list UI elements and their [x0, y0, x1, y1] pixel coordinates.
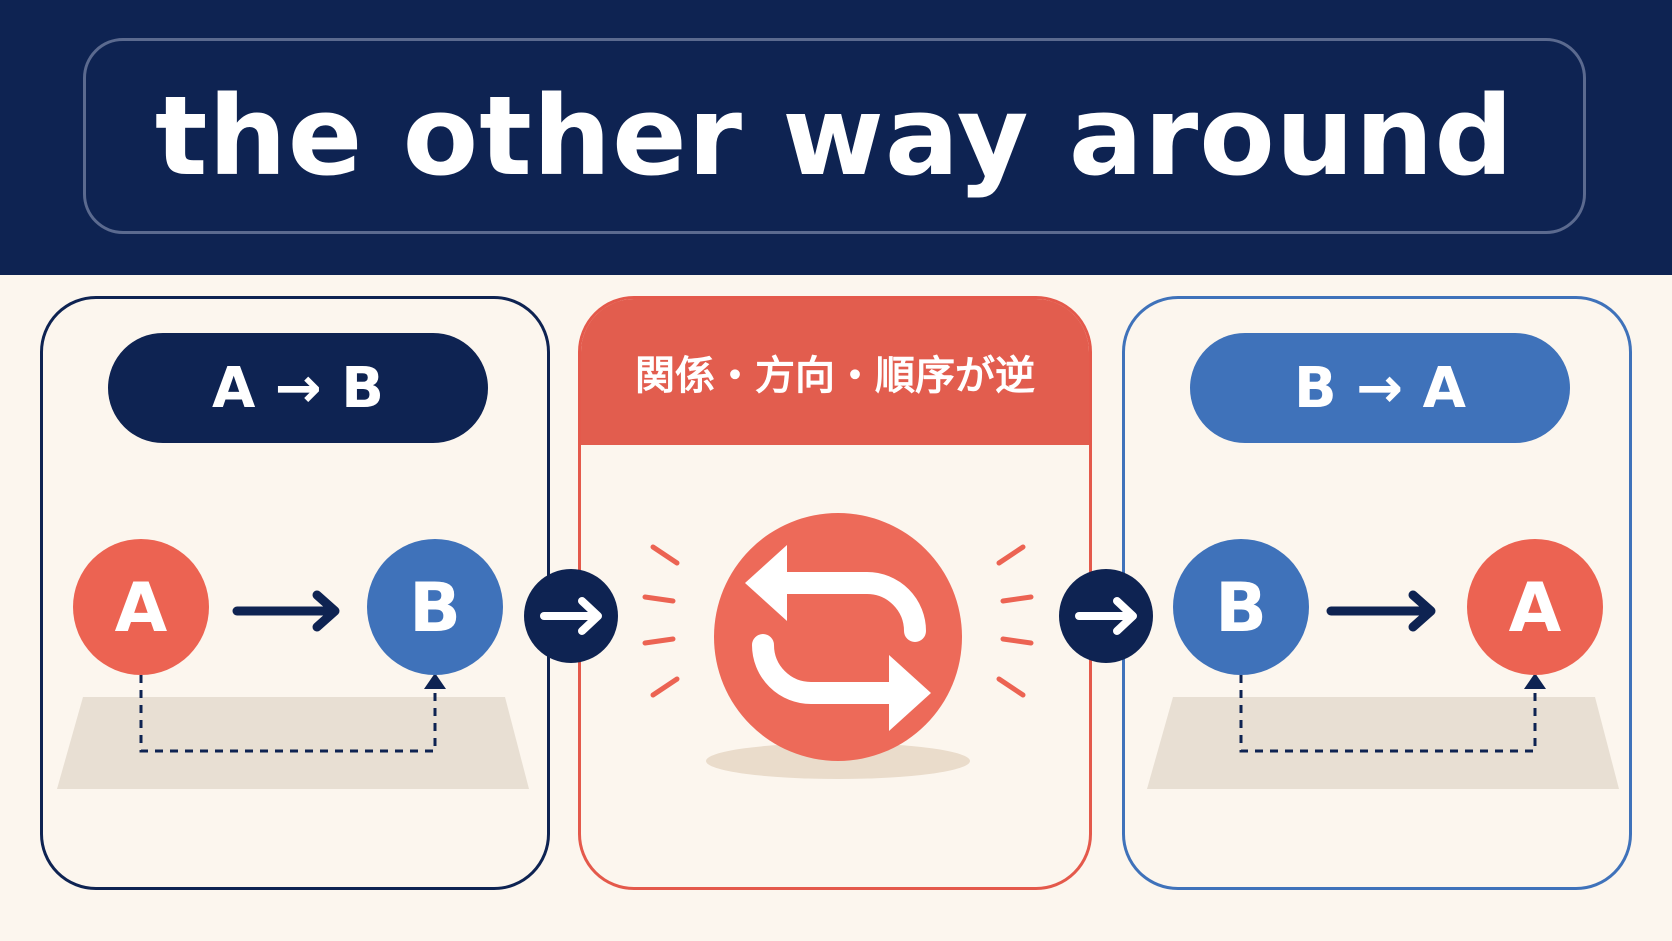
node-b-label: B: [1215, 569, 1267, 648]
reversal-illustration: [642, 513, 1034, 779]
dashed-arrow-head: [1524, 673, 1546, 689]
header-banner: the other way around: [0, 0, 1672, 275]
swap-arrow-top-head: [745, 545, 787, 621]
panel-b-to-a: B → A B A: [1122, 296, 1632, 890]
swap-arrow-bottom-head: [889, 655, 931, 731]
shadow-plate: [57, 697, 529, 789]
burst-lines-left: [642, 544, 680, 698]
node-a-circle: [1467, 539, 1603, 675]
node-b-circle: [1173, 539, 1309, 675]
burst-lines-right: [996, 544, 1034, 698]
reversal-banner: 関係・方向・順序が逆: [581, 299, 1089, 445]
shadow-plate: [1147, 697, 1619, 789]
node-a-label: A: [115, 569, 168, 648]
diagram-b-to-a: B A: [1147, 539, 1619, 789]
panel-reversal: 関係・方向・順序が逆: [578, 296, 1092, 890]
node-b-circle: [367, 539, 503, 675]
swap-arrow-bottom: [752, 634, 916, 704]
label-pill-b-to-a: B → A: [1190, 333, 1570, 443]
connector-arrow-head: [1408, 590, 1436, 632]
dashed-return-path: [1239, 645, 1537, 753]
label-pill-a-to-b: A → B: [108, 333, 488, 443]
swap-arrows-icon: [714, 513, 962, 761]
panel-a-to-b: A → B A B: [40, 296, 550, 890]
node-a-label: A: [1509, 569, 1562, 648]
diagram-a-to-b: A B: [57, 539, 529, 789]
title-frame: the other way around: [83, 38, 1586, 234]
node-a-circle: [73, 539, 209, 675]
node-b-label: B: [409, 569, 461, 648]
connector-arrow-head: [312, 590, 340, 632]
dashed-arrow-head: [424, 673, 446, 689]
dashed-return-path: [139, 645, 437, 753]
swap-arrow-top: [760, 572, 926, 642]
page-title: the other way around: [154, 72, 1515, 200]
